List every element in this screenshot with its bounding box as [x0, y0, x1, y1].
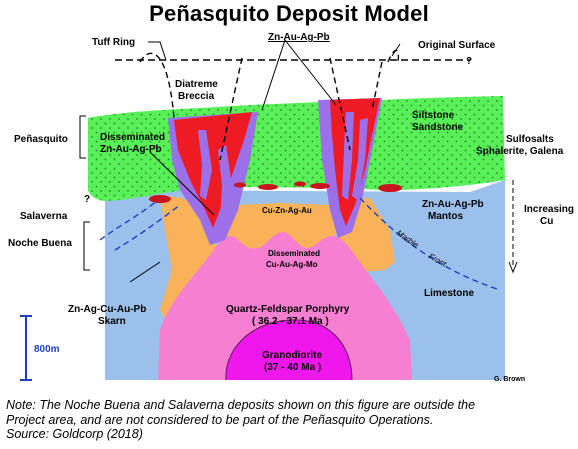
leader-line [148, 41, 167, 61]
label-siltstone: Siltstone [412, 110, 455, 121]
leader-line [391, 43, 401, 57]
tuff-ring-arc-right [387, 49, 400, 63]
leader-line [129, 261, 161, 283]
note-line: Note: The Noche Buena and Salaverna depo… [6, 398, 476, 412]
scale-bar [20, 315, 32, 381]
label-scale: 800m [34, 344, 60, 355]
label-granodiorite: Granodiorite [262, 350, 322, 361]
breccia-left [174, 112, 252, 228]
label-zn-au-ag-pb-top: Zn-Au-Ag-Pb [268, 32, 330, 43]
label-question-left: ? [84, 194, 90, 205]
manto-lens [378, 184, 402, 192]
label-dissem-cu-metals: Cu-Au-Ag-Mo [266, 260, 318, 269]
label-sulfosalts: Sulfosalts [506, 134, 554, 145]
label-skarn-metals: Zn-Ag-Cu-Au-Pb [68, 304, 146, 315]
leader-line [149, 151, 215, 216]
label-breccia: Breccia [178, 91, 215, 102]
diagram-title: Peñasquito Deposit Model [149, 1, 429, 26]
noche-buena-bracket [83, 221, 90, 271]
label-author: G. Brown [494, 376, 525, 383]
label-disseminated-metals: Zn-Au-Ag-Pb [100, 144, 162, 155]
leader-line [261, 39, 286, 111]
label-sphalerite-galena: Sphalerite, Galena [476, 146, 564, 157]
manto-lens [149, 195, 171, 203]
label-tuff-ring: Tuff Ring [92, 37, 135, 48]
granodiorite-intrusion [225, 319, 352, 380]
marble-front-line [359, 197, 501, 291]
label-penasquito: Peñasquito [14, 134, 68, 145]
manto-lens [310, 183, 330, 189]
label-cu-zn-ag-au: Cu-Zn-Ag-Au [262, 206, 312, 215]
label-limestone: Limestone [424, 288, 474, 299]
label-original-surface: Original Surface [418, 40, 496, 51]
label-salaverna: Salaverna [20, 211, 68, 222]
label-sandstone: Sandstone [412, 122, 464, 133]
note-line: Project area, and are not considered to … [6, 412, 434, 427]
label-dissem-cu: Disseminated [268, 249, 320, 258]
label-porphyry-age: ( 36.2 - 37.1 Ma ) [252, 316, 329, 327]
manto-lens [234, 182, 246, 188]
label-mantos: Mantos [428, 211, 463, 222]
label-disseminated: Disseminated [100, 132, 165, 143]
label-cu: Cu [540, 216, 553, 227]
figure-note: Note: The Noche Buena and Salaverna depo… [6, 398, 576, 442]
leader-line [284, 39, 337, 106]
label-porphyry: Quartz-Feldspar Porphyry [226, 304, 350, 315]
tuff-ring-arc-left [139, 52, 175, 119]
penasquito-bracket [79, 115, 86, 159]
label-diatreme: Diatreme [175, 79, 218, 90]
label-skarn: Skarn [98, 316, 126, 327]
skarn-zone-center [225, 203, 340, 260]
manto-lens [294, 181, 306, 187]
source-line: Source: Goldcorp (2018) [6, 427, 143, 441]
label-granodiorite-age: (37 - 40 Ma ) [264, 362, 321, 373]
label-increasing: Increasing [524, 204, 574, 215]
label-mantos-metals: Zn-Au-Ag-Pb [422, 199, 484, 210]
porphyry-intrusion [158, 232, 412, 380]
manto-lens [258, 184, 278, 190]
label-noche-buena: Noche Buena [8, 238, 72, 249]
label-question-top: ? [466, 56, 472, 67]
